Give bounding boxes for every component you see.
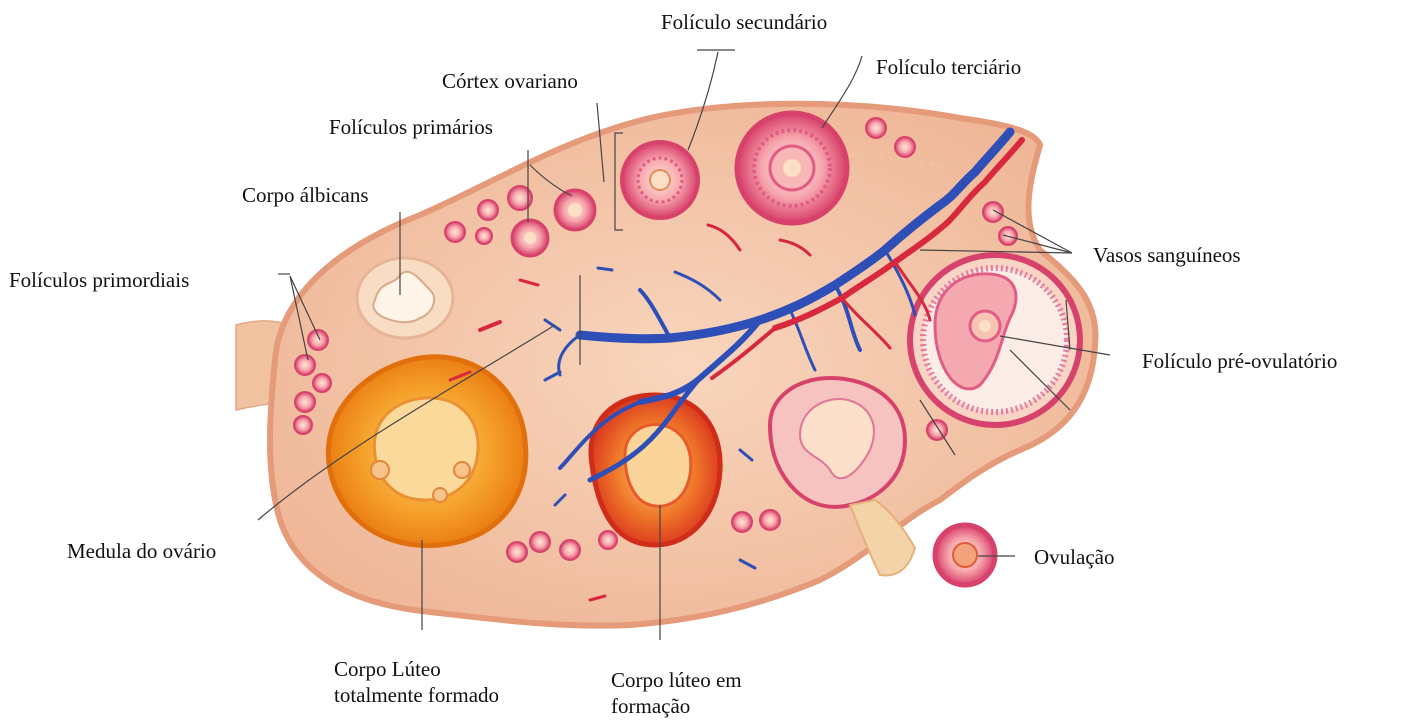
label-corpo-luteo-formacao-line1: Corpo lúteo em (611, 667, 742, 693)
secondary-follicle (622, 142, 698, 218)
label-foliculos-primarios: Folículos primários (329, 114, 493, 140)
label-corpo-luteo-formado-line2: totalmente formado (334, 682, 499, 708)
preovulatory-follicle (910, 255, 1080, 425)
label-corpo-luteo-formacao: Corpo lúteo em formação (611, 667, 742, 719)
label-vasos-sanguineos: Vasos sanguíneos (1093, 242, 1241, 268)
tertiary-follicle (737, 113, 847, 223)
released-oocyte (935, 525, 995, 585)
label-foliculo-terciario: Folículo terciário (876, 54, 1021, 80)
label-cortex-ovariano: Córtex ovariano (442, 68, 578, 94)
label-medula-do-ovario: Medula do ovário (67, 538, 216, 564)
label-corpo-luteo-formado: Corpo Lúteo totalmente formado (334, 656, 499, 708)
label-corpo-luteo-formado-line1: Corpo Lúteo (334, 656, 499, 682)
label-corpo-albicans: Corpo álbicans (242, 182, 369, 208)
label-foliculo-pre-ovulatorio: Folículo pré-ovulatório (1142, 348, 1337, 374)
label-foliculos-primordiais: Folículos primordiais (9, 267, 189, 293)
corpus-luteum-formed (328, 357, 526, 546)
label-corpo-luteo-formacao-line2: formação (611, 693, 742, 719)
label-ovulacao: Ovulação (1034, 544, 1114, 570)
corpus-albicans (357, 258, 453, 338)
label-foliculo-secundario: Folículo secundário (661, 9, 827, 35)
